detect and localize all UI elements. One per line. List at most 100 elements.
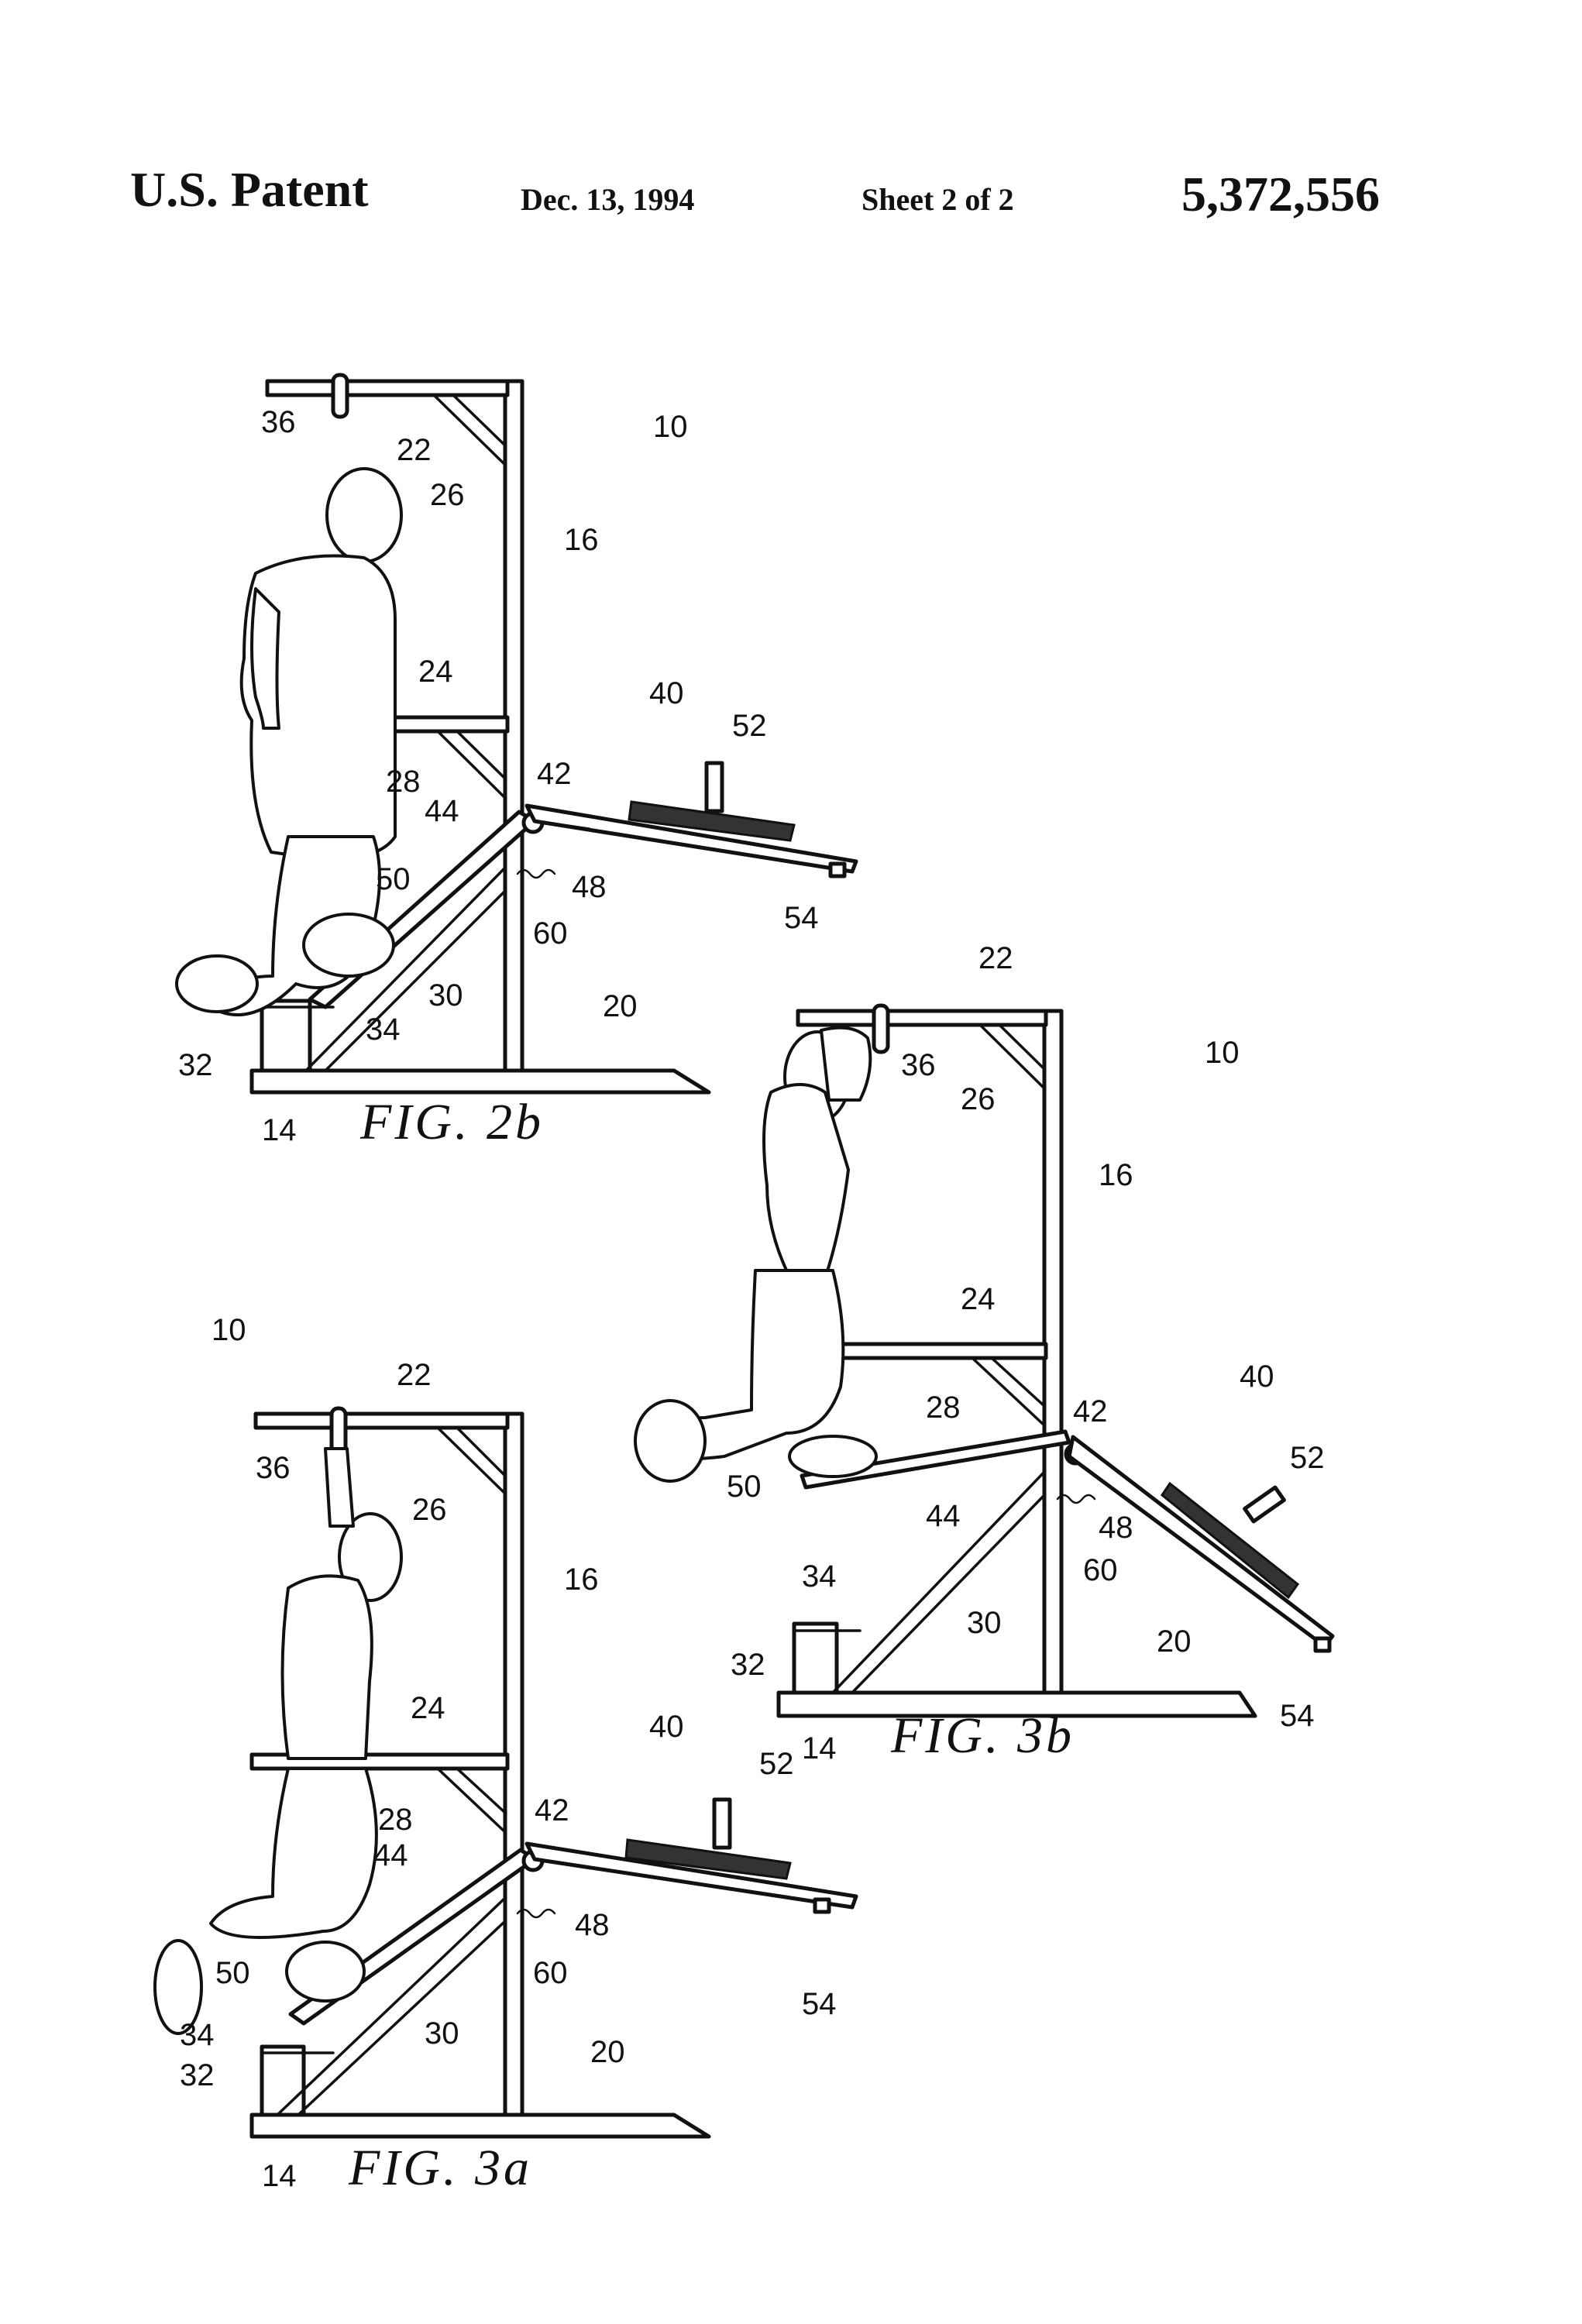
ref-48: 48 [575,1908,610,1942]
ref-48: 48 [1099,1511,1133,1545]
diagonal-brace [276,1896,507,2116]
user-figure [634,1026,878,1483]
user-figure [175,467,403,1016]
ref-42: 42 [1073,1394,1108,1428]
ref-50: 50 [376,862,411,896]
ref-50: 50 [727,1470,762,1504]
ref-22: 22 [978,941,1013,975]
ref-24: 24 [961,1282,996,1316]
ref-20: 20 [603,989,638,1023]
spring [516,868,556,879]
weight-plate [624,1838,792,1880]
ref-40: 40 [649,1710,684,1744]
top-brace [436,1426,507,1495]
ref-14: 14 [262,1113,297,1147]
patent-header-title: U.S. Patent [130,162,369,217]
ref-54: 54 [1280,1699,1315,1733]
ref-20: 20 [1157,1624,1192,1659]
weight-plate [1160,1481,1300,1600]
ref-52: 52 [732,709,767,743]
figure-3a: 10 22 36 26 16 24 40 52 28 42 44 48 50 6… [153,1313,858,2196]
ref-26: 26 [961,1082,996,1116]
dip-brace [436,1767,507,1834]
foot-54 [828,861,847,878]
ref-34: 34 [802,1559,837,1593]
ref-16: 16 [564,1563,599,1597]
ref-48: 48 [572,870,607,904]
ref-22: 22 [397,1358,432,1392]
weight-post [1243,1485,1286,1524]
ref-60: 60 [533,916,568,951]
ref-40: 40 [1240,1360,1274,1394]
ref-26: 26 [430,478,465,512]
diagonal-brace [304,866,507,1072]
top-bar [253,1411,510,1430]
patent-date: Dec. 13, 1994 [521,182,695,217]
ref-36: 36 [901,1048,936,1082]
base-frame [776,1690,1257,1718]
base-frame [249,1068,711,1095]
spring [1056,1494,1096,1504]
top-brace [432,394,507,466]
ref-36: 36 [261,405,296,439]
ref-60: 60 [533,1956,568,1990]
ref-42: 42 [537,757,572,791]
weight-post [704,761,724,813]
foot-54 [1313,1636,1332,1653]
foot-54 [813,1897,831,1914]
step-support [260,2044,306,2117]
pull-handle [331,373,349,419]
ref-32: 32 [731,1648,765,1682]
top-bar [796,1009,1048,1027]
ref-44: 44 [373,1838,408,1872]
spring [516,1908,556,1919]
ref-44: 44 [926,1499,961,1533]
ref-24: 24 [418,655,453,689]
step-support [260,999,312,1073]
ref-34: 34 [180,2018,215,2052]
ref-20: 20 [590,2035,625,2069]
top-bar [265,379,510,397]
caption-fig-3a: FIG. 3a [348,2140,532,2196]
ref-16: 16 [1099,1158,1133,1192]
ref-30: 30 [967,1606,1002,1640]
diagonal-brace [831,1470,1046,1694]
ref-40: 40 [649,676,684,710]
patent-number: 5,372,556 [1181,167,1380,222]
ref-28: 28 [386,765,421,799]
ref-30: 30 [425,2016,459,2051]
ref-16: 16 [564,523,599,557]
ref-14: 14 [802,1731,837,1765]
ref-32: 32 [178,1048,213,1082]
weight-post [712,1797,732,1850]
ref-54: 54 [802,1987,837,2021]
caption-fig-2b: FIG. 2b [359,1094,544,1150]
top-brace [978,1023,1046,1090]
ref-54: 54 [784,901,819,935]
ref-42: 42 [535,1793,569,1827]
ref-60: 60 [1083,1553,1118,1587]
ref-36: 36 [256,1451,291,1485]
ref-10: 10 [212,1313,246,1347]
user-figure [153,1447,403,2035]
weight-plate [628,800,796,842]
ref-52: 52 [1290,1441,1325,1475]
ref-52: 52 [759,1747,794,1781]
figure-2b: 36 22 26 10 16 24 40 52 28 42 44 48 50 6… [175,373,858,1150]
ref-30: 30 [428,978,463,1012]
figure-3b: 22 36 10 26 16 24 40 28 42 52 50 44 48 6… [634,941,1335,1765]
sheet-number: Sheet 2 of 2 [862,182,1014,217]
caption-fig-3b: FIG. 3b [890,1707,1075,1764]
weight-arm [524,1841,858,1910]
ref-34: 34 [366,1012,401,1047]
pull-handle [329,1406,348,1456]
ref-32: 32 [180,2058,215,2092]
step-support [792,1621,839,1695]
ref-24: 24 [411,1691,445,1725]
ref-28: 28 [378,1803,413,1837]
base-frame [249,2113,711,2139]
dip-brace [971,1356,1046,1427]
weight-arm [524,803,858,874]
